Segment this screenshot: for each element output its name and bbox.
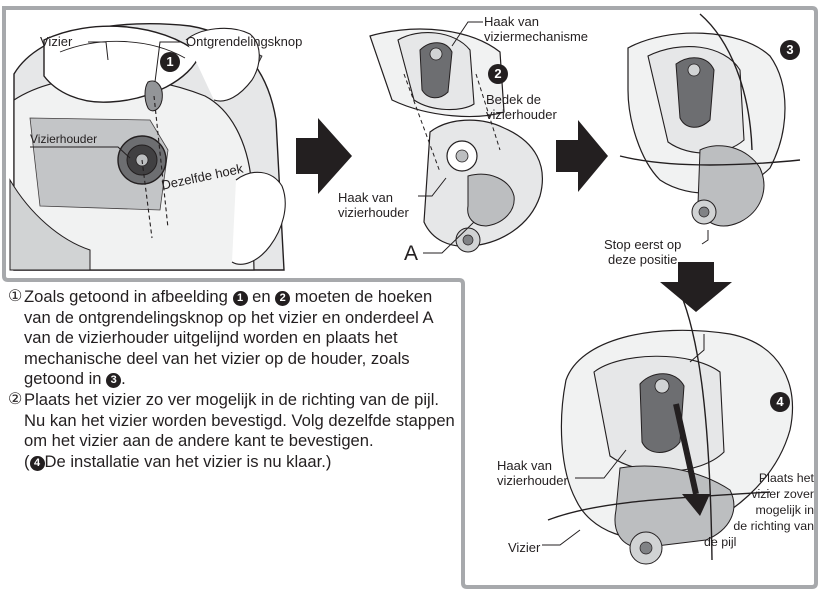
- label-haak-viziermechanisme-line1: Haak van: [484, 14, 588, 29]
- label-bedek-line1: Bedek de: [486, 92, 557, 107]
- label-haak-vizierhouder-4: Haak van vizierhouder: [497, 458, 568, 488]
- instruction-2-note-text: De installatie van het vizier is nu klaa…: [45, 452, 332, 471]
- label-vizier-bottom: Vizier: [508, 540, 540, 555]
- label-stop-line2: deze positie: [604, 252, 681, 267]
- label-bedek-line2: vizierhouder: [486, 107, 557, 122]
- instruction-1: ① Zoals getoond in afbeelding 1 en 2 moe…: [8, 287, 460, 390]
- label-haak-vizierhouder-4-line2: vizierhouder: [497, 473, 568, 488]
- label-vizier-top: Vizier: [40, 34, 72, 49]
- instruction-2-number: ②: [8, 390, 24, 472]
- inline-step-2-badge: 2: [275, 291, 290, 306]
- instructions-block: ① Zoals getoond in afbeelding 1 en 2 moe…: [8, 287, 460, 472]
- inline-step-1-badge: 1: [233, 291, 248, 306]
- step-1-badge: 1: [160, 52, 180, 72]
- label-plaats-line3: mogelijk in: [712, 502, 814, 518]
- instruction-1-text: Zoals getoond in afbeelding 1 en 2 moete…: [24, 287, 460, 390]
- label-plaats-line4: de richting van: [712, 518, 814, 534]
- label-letter-a: A: [404, 243, 418, 265]
- label-plaats-line5: de pijl: [704, 534, 814, 550]
- label-plaats-line1: Plaats het: [712, 470, 814, 486]
- instruction-1-part2: en: [248, 287, 276, 306]
- step-2-badge: 2: [488, 64, 508, 84]
- label-haak-vizierhouder-4-line1: Haak van: [497, 458, 568, 473]
- instruction-1-number: ①: [8, 287, 24, 390]
- label-stop-line1: Stop eerst op: [604, 237, 681, 252]
- label-haak-vizierhouder-line2: vizierhouder: [338, 205, 409, 220]
- label-haak-vizierhouder-line1: Haak van: [338, 190, 409, 205]
- label-haak-viziermechanisme-line2: viziermechanisme: [484, 29, 588, 44]
- step-4-badge: 4: [770, 392, 790, 412]
- label-vizierhouder: Vizierhouder: [30, 132, 97, 146]
- label-haak-viziermechanisme: Haak van viziermechanisme: [484, 14, 588, 44]
- inline-step-3-badge: 3: [106, 373, 121, 388]
- instruction-2-text: Plaats het vizier zo ver mogelijk in de …: [24, 390, 460, 472]
- label-plaats-het-vizier: Plaats het vizier zover mogelijk in de r…: [712, 470, 814, 550]
- label-stop-eerst: Stop eerst op deze positie: [604, 237, 681, 267]
- label-ontgrendelingsknop: Ontgrendelingsknop: [186, 34, 302, 49]
- instruction-2: ② Plaats het vizier zo ver mogelijk in d…: [8, 390, 460, 472]
- label-bedek-vizierhouder: Bedek de vizierhouder: [486, 92, 557, 122]
- instruction-2-body: Plaats het vizier zo ver mogelijk in de …: [24, 390, 455, 450]
- label-haak-vizierhouder: Haak van vizierhouder: [338, 190, 409, 220]
- label-plaats-line2: vizier zover: [712, 486, 814, 502]
- step-3-badge: 3: [780, 40, 800, 60]
- instruction-1-part1: Zoals getoond in afbeelding: [24, 287, 233, 306]
- instruction-2-note-open: (: [24, 452, 30, 471]
- instruction-1-part4: .: [121, 369, 126, 388]
- inline-step-4-badge: 4: [30, 456, 45, 471]
